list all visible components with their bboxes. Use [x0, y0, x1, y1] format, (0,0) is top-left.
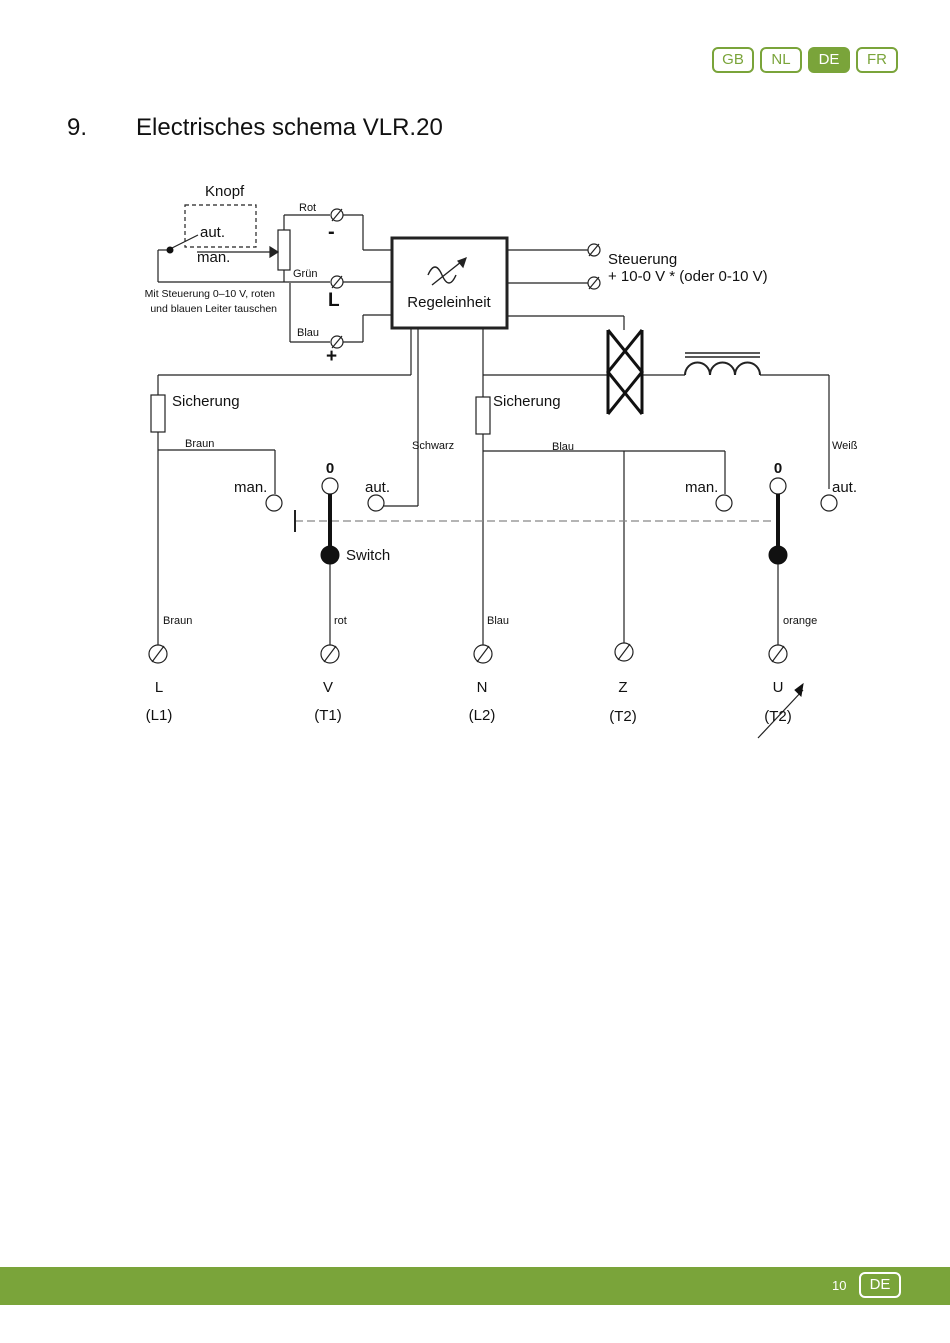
fuse-left — [150, 394, 166, 433]
label-braun-bottom: Braun — [163, 615, 192, 627]
knob-switch-blade — [167, 234, 199, 251]
label-knob-man: man. — [197, 249, 230, 266]
label-rot: Rot — [299, 202, 316, 214]
terminal-bottom-v — [320, 644, 340, 664]
terminal-bottom-n — [473, 644, 493, 664]
label-minus: - — [328, 221, 335, 243]
contact-aut-left — [367, 494, 385, 512]
terminal-bottom-u — [768, 644, 788, 664]
contact-man-left — [265, 494, 283, 512]
contact-aut-right — [820, 494, 838, 512]
label-braun-top: Braun — [185, 438, 214, 450]
label-steuerung: Steuerung — [608, 251, 677, 268]
knob-dashed-box — [184, 204, 257, 248]
switch-pivot-right — [768, 545, 788, 565]
lang-fr-button[interactable]: FR — [856, 47, 898, 73]
section-title: Electrisches schema VLR.20 — [136, 114, 443, 141]
switch-pivot-left — [320, 545, 340, 565]
label-sicherung-right: Sicherung — [493, 393, 561, 410]
triac-symbol — [606, 329, 644, 415]
terminal-code-t2-u: (T2) — [764, 708, 792, 725]
fuse-right — [475, 396, 491, 435]
terminal-letter-n: N — [477, 679, 488, 696]
terminal-bottom-l — [148, 644, 168, 664]
label-steuerung-range: + 10-0 V * (oder 0-10 V) — [608, 268, 768, 285]
label-weiss: Weiß — [832, 440, 858, 452]
terminal-steuerung-2 — [587, 276, 601, 290]
terminal-letter-z: Z — [618, 679, 627, 696]
terminal-letter-v: V — [323, 679, 333, 696]
label-regeleinheit: Regeleinheit — [407, 294, 491, 311]
sine-icon — [427, 266, 457, 284]
label-man-right: man. — [685, 479, 718, 496]
label-blau-bottom: Blau — [487, 615, 509, 627]
label-sicherung-left: Sicherung — [172, 393, 240, 410]
page-number: 10 — [832, 1278, 847, 1293]
variable-arrow — [757, 689, 804, 739]
label-l-terminal: L — [328, 290, 340, 311]
inductor-coil — [684, 361, 761, 376]
footer-lang-badge: DE — [859, 1272, 901, 1298]
lang-nl-button[interactable]: NL — [760, 47, 802, 73]
terminal-steuerung-1 — [587, 243, 601, 257]
label-aut-right: aut. — [832, 479, 857, 496]
label-blau-mid: Blau — [552, 441, 574, 453]
wiring-diagram: Knopf aut. man. Rot Grün Blau - L + Mit … — [145, 183, 858, 739]
label-rot-bottom: rot — [334, 615, 347, 627]
section-heading: 9. Electrisches schema VLR.20 — [67, 114, 443, 142]
label-knopf: Knopf — [205, 183, 245, 200]
potentiometer-arrow — [269, 245, 280, 259]
potentiometer — [277, 229, 291, 271]
label-switch: Switch — [346, 547, 390, 564]
contact-man-right — [715, 494, 733, 512]
label-blau-upper: Blau — [297, 327, 319, 339]
note-line-2: und blauen Leiter tauschen — [150, 303, 277, 315]
label-gruen: Grün — [293, 268, 317, 280]
label-zero-left: 0 — [326, 460, 334, 477]
label-knob-aut: aut. — [200, 224, 225, 241]
terminal-letter-u: U — [773, 679, 784, 696]
terminal-code-l2: (L2) — [469, 707, 496, 724]
lang-gb-button[interactable]: GB — [712, 47, 754, 73]
terminal-code-t1: (T1) — [314, 707, 342, 724]
language-switcher: GB NL DE FR — [712, 47, 898, 73]
terminal-letter-l: L — [155, 679, 163, 696]
terminal-bottom-z — [614, 642, 634, 662]
lang-de-button[interactable]: DE — [808, 47, 850, 73]
label-schwarz: Schwarz — [412, 440, 454, 452]
label-plus: + — [326, 346, 337, 367]
label-zero-right: 0 — [774, 460, 782, 477]
label-man-left: man. — [234, 479, 267, 496]
section-number: 9. — [67, 114, 88, 141]
terminal-code-l1: (L1) — [146, 707, 173, 724]
label-orange: orange — [783, 615, 817, 627]
contact-zero-right — [769, 477, 787, 495]
contact-zero-left — [321, 477, 339, 495]
footer-bar: 10 DE — [0, 1267, 950, 1305]
terminal-code-t2: (T2) — [609, 708, 637, 725]
note-line-1: Mit Steuerung 0–10 V, roten — [145, 288, 276, 300]
label-aut-left: aut. — [365, 479, 390, 496]
